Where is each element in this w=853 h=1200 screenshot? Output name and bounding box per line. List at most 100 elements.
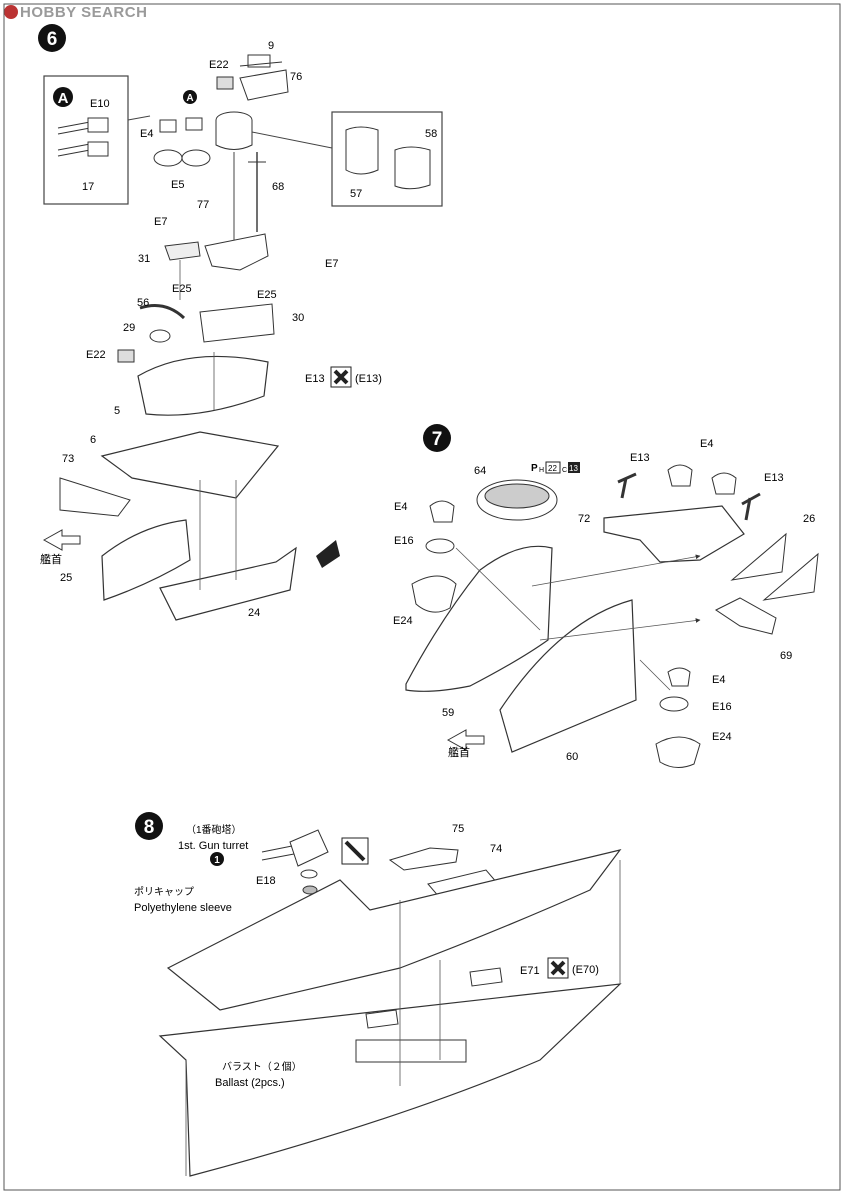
label-e18: E18 xyxy=(256,875,276,887)
hobby-search-logo-icon xyxy=(4,5,18,19)
label-26: 26 xyxy=(803,513,815,525)
turret-base-17 xyxy=(153,117,211,167)
part-e4-a2 xyxy=(711,472,737,495)
label-e4-a: E4 xyxy=(700,438,713,450)
part-e24-a xyxy=(411,575,457,613)
label-e4-b: E4 xyxy=(394,501,407,513)
watermark: HOBBY SEARCH xyxy=(4,4,147,21)
label-29: 29 xyxy=(123,322,135,334)
paint-code: 22 xyxy=(548,464,557,473)
label-e7-left: E7 xyxy=(154,216,167,228)
ballast-clip-a xyxy=(365,1009,399,1029)
label-73: 73 xyxy=(62,453,74,465)
label-9: 9 xyxy=(268,40,274,52)
turret-label-en: 1st. Gun turret xyxy=(178,840,248,852)
gun-turret-1 xyxy=(261,829,329,867)
label-e24-b: E24 xyxy=(712,731,732,743)
label-e71: E71 xyxy=(520,965,540,977)
part-26-b xyxy=(762,552,819,601)
part-e22-mid xyxy=(117,349,135,363)
step-7: 7 64 P H 22 C 13 E13 E4 E13 72 xyxy=(393,424,819,768)
label-77: 77 xyxy=(197,199,209,211)
part-e13-a xyxy=(617,472,637,499)
funnel xyxy=(215,111,253,150)
label-bow-step6: 艦首 xyxy=(40,552,62,566)
label-5: 5 xyxy=(114,405,120,417)
part-e13-b xyxy=(741,492,761,521)
label-17: E5 xyxy=(171,179,184,191)
ballast-label-en: Ballast (2pcs.) xyxy=(215,1077,285,1089)
label-e5: 17 xyxy=(82,181,94,193)
step7-guides xyxy=(455,547,701,691)
part-64-grid xyxy=(484,483,550,509)
hatch-icon xyxy=(316,540,340,568)
label-24: 24 xyxy=(248,607,260,619)
label-e13: E13 xyxy=(305,373,325,385)
label-e4-c: E4 xyxy=(712,674,725,686)
label-68: 68 xyxy=(272,181,284,193)
deck-6 xyxy=(100,431,280,499)
label-56: 56 xyxy=(137,297,149,309)
label-bow-step7: 艦首 xyxy=(448,745,470,759)
platform-72 xyxy=(603,505,745,563)
label-e22-mid: E22 xyxy=(86,349,106,361)
label-59: 59 xyxy=(442,707,454,719)
label-e13-a: E13 xyxy=(630,452,650,464)
part-30 xyxy=(199,303,275,343)
part-76 xyxy=(239,69,289,101)
label-6: 6 xyxy=(90,434,96,446)
step-7-number: 7 xyxy=(432,429,443,450)
label-e25-left: E25 xyxy=(172,283,192,295)
label-e13-b: E13 xyxy=(764,472,784,484)
label-e25-right: E25 xyxy=(257,289,277,301)
label-e22-top: E22 xyxy=(209,59,229,71)
superstructure-5 xyxy=(137,355,269,416)
paint-c: C xyxy=(562,467,567,474)
marker-a-small-text: A xyxy=(186,93,193,104)
part-e24-b xyxy=(655,736,701,768)
part-56 xyxy=(139,304,186,320)
part-73 xyxy=(59,477,131,517)
step-8-badge xyxy=(135,812,163,840)
part-e18 xyxy=(300,869,318,879)
turret-label-jp: （1番砲塔） xyxy=(186,823,242,836)
label-74: 74 xyxy=(490,843,502,855)
subassembly-a-badge xyxy=(53,87,73,107)
part-24 xyxy=(159,546,297,621)
turret-cut-mark xyxy=(344,840,366,862)
hull xyxy=(158,983,622,1177)
leader-a xyxy=(127,115,151,121)
label-25: 25 xyxy=(60,572,72,584)
paint-box xyxy=(545,461,561,474)
label-76: 76 xyxy=(290,71,302,83)
sleeve-label-jp: ポリキャップ xyxy=(134,886,194,898)
bow-arrow-icon xyxy=(42,529,81,551)
step-6: 6 A E10 17 A E4 E5 xyxy=(38,24,443,621)
part-26-a xyxy=(730,532,787,581)
step-6-number: 6 xyxy=(47,29,58,50)
label-e13-ref: (E13) xyxy=(355,373,382,385)
step8-guides xyxy=(185,860,621,1176)
bow-arrow-step7-icon xyxy=(446,729,485,751)
part-60 xyxy=(499,599,637,753)
part-75 xyxy=(388,847,459,871)
label-64: 64 xyxy=(474,465,486,477)
part-59 xyxy=(405,545,553,692)
label-72: 72 xyxy=(578,513,590,525)
label-e16-b: E16 xyxy=(712,701,732,713)
label-75: 75 xyxy=(452,823,464,835)
detail-box-57-58 xyxy=(331,111,443,207)
step-7-badge xyxy=(423,424,451,452)
label-e16-a: E16 xyxy=(394,535,414,547)
step6-guides xyxy=(179,260,237,590)
watermark-text: HOBBY SEARCH xyxy=(20,4,148,21)
step-8-number: 8 xyxy=(144,817,155,838)
part-57 xyxy=(345,126,379,175)
paint-c-code: 13 xyxy=(569,464,578,473)
part-25 xyxy=(101,519,191,601)
label-e70-ref: (E70) xyxy=(572,964,599,976)
label-e7-right: E7 xyxy=(325,258,338,270)
ballast-block xyxy=(355,1039,467,1063)
part-e16-a xyxy=(425,538,455,554)
